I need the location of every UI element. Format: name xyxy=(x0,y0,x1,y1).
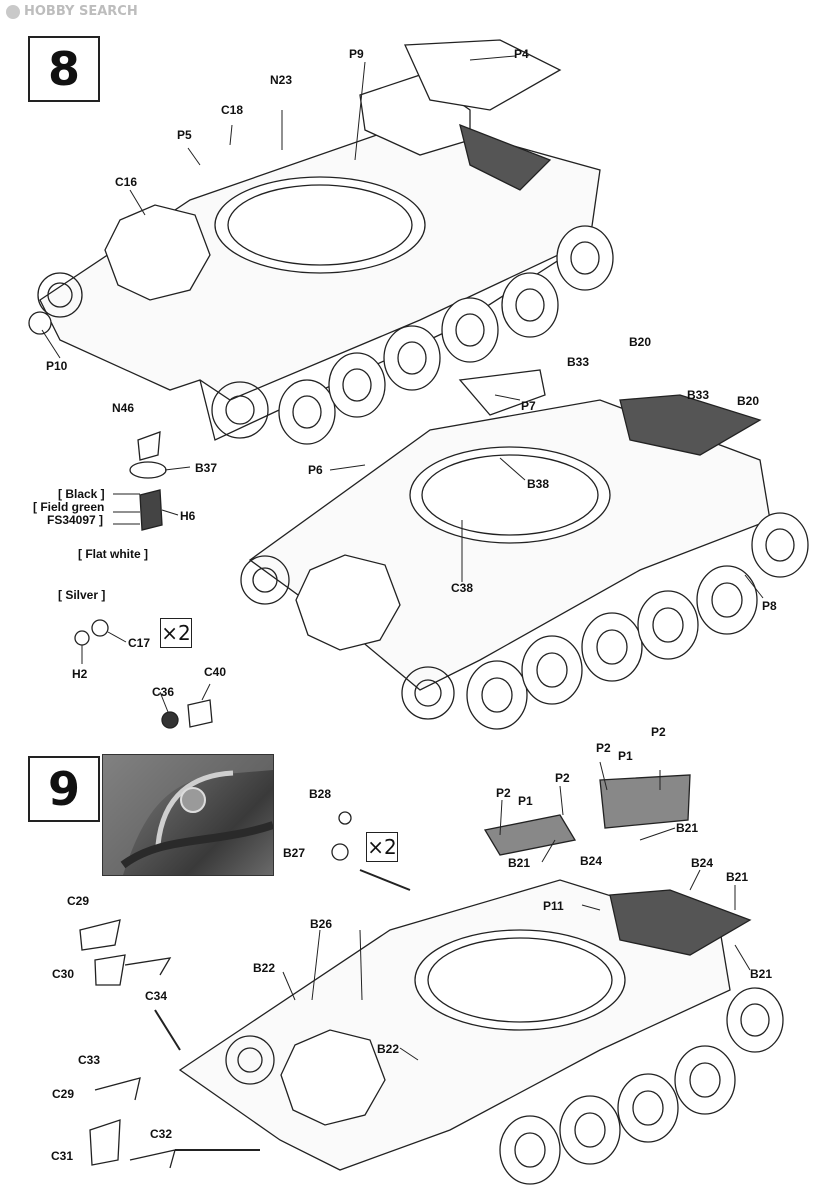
part-label-c32: C32 xyxy=(150,1127,173,1141)
part-label-b21-c: B21 xyxy=(726,870,749,884)
part-label-b22-b: B22 xyxy=(377,1042,400,1056)
part-label-b21-d: B21 xyxy=(750,967,773,981)
part-label-b21-b: B21 xyxy=(508,856,531,870)
part-label-p2-d: P2 xyxy=(496,786,511,800)
part-label-b24-b: B24 xyxy=(691,856,714,870)
part-label-c34: C34 xyxy=(145,989,168,1003)
part-label-p2-a: P2 xyxy=(596,741,611,755)
part-label-c17: C17 xyxy=(128,636,151,650)
part-label-p4: P4 xyxy=(514,47,529,61)
step8-small-parts xyxy=(28,311,213,729)
part-label-b33-a: B33 xyxy=(567,355,590,369)
part-label-b22-a: B22 xyxy=(253,961,276,975)
part-label-b28: B28 xyxy=(309,787,332,801)
hobby-search-logo-icon xyxy=(6,4,20,19)
part-label-p6: P6 xyxy=(308,463,323,477)
part-label-p1-b: P1 xyxy=(518,794,533,808)
part-label-b27: B27 xyxy=(283,846,306,860)
quantity-x2-step8: ×2 xyxy=(160,618,192,648)
part-label-p9: P9 xyxy=(349,47,364,61)
paint-label-black: [ Black ] xyxy=(58,487,105,501)
reference-photo-detail xyxy=(103,755,273,875)
part-label-c18: C18 xyxy=(221,103,244,117)
part-label-p11: P11 xyxy=(543,899,564,913)
part-label-c38: C38 xyxy=(451,581,474,595)
part-label-n23: N23 xyxy=(270,73,293,87)
part-label-b20-b: B20 xyxy=(737,394,760,408)
leader-lines xyxy=(41,55,764,1061)
step9-small-parts xyxy=(79,811,411,1169)
paint-label-flat-white: [ Flat white ] xyxy=(78,547,148,561)
part-label-b38: B38 xyxy=(527,477,550,491)
part-label-h2: H2 xyxy=(72,667,88,681)
part-label-h6: H6 xyxy=(180,509,196,523)
part-label-c31: C31 xyxy=(51,1149,74,1163)
part-label-c36: C36 xyxy=(152,685,175,699)
watermark: HOBBY SEARCH xyxy=(6,4,138,19)
part-label-b24-a: B24 xyxy=(580,854,603,868)
part-label-b21-a: B21 xyxy=(676,821,699,835)
part-label-p5: P5 xyxy=(177,128,192,142)
part-label-c29-b: C29 xyxy=(52,1087,75,1101)
part-label-c29-a: C29 xyxy=(67,894,90,908)
part-label-c33: C33 xyxy=(78,1053,101,1067)
paint-label-field-green: [ Field green xyxy=(33,500,105,514)
part-label-p2-b: P2 xyxy=(651,725,666,739)
part-label-c30: C30 xyxy=(52,967,75,981)
step9-hull xyxy=(178,774,784,1185)
part-label-n46: N46 xyxy=(112,401,135,415)
part-label-b33-b: B33 xyxy=(687,388,710,402)
part-label-b20-a: B20 xyxy=(629,335,652,349)
watermark-text: HOBBY SEARCH xyxy=(24,4,138,19)
step-8-number: 8 xyxy=(28,36,100,102)
paint-label-fs34097: FS34097 ] xyxy=(47,513,104,527)
part-label-p2-c: P2 xyxy=(555,771,570,785)
part-label-c40: C40 xyxy=(204,665,227,679)
part-label-b26: B26 xyxy=(310,917,333,931)
part-label-b37: B37 xyxy=(195,461,218,475)
part-label-p1-a: P1 xyxy=(618,749,633,763)
paint-label-silver: [ Silver ] xyxy=(58,588,106,602)
part-label-p8: P8 xyxy=(762,599,777,613)
part-label-c16: C16 xyxy=(115,175,138,189)
quantity-x2-step9: ×2 xyxy=(366,832,398,862)
step8-hull-lower xyxy=(240,369,809,730)
step-9-number: 9 xyxy=(28,756,100,822)
part-label-p7: P7 xyxy=(521,399,536,413)
step8-hull-upper xyxy=(37,39,614,445)
part-label-p10: P10 xyxy=(46,359,68,373)
reference-photo xyxy=(102,754,274,876)
